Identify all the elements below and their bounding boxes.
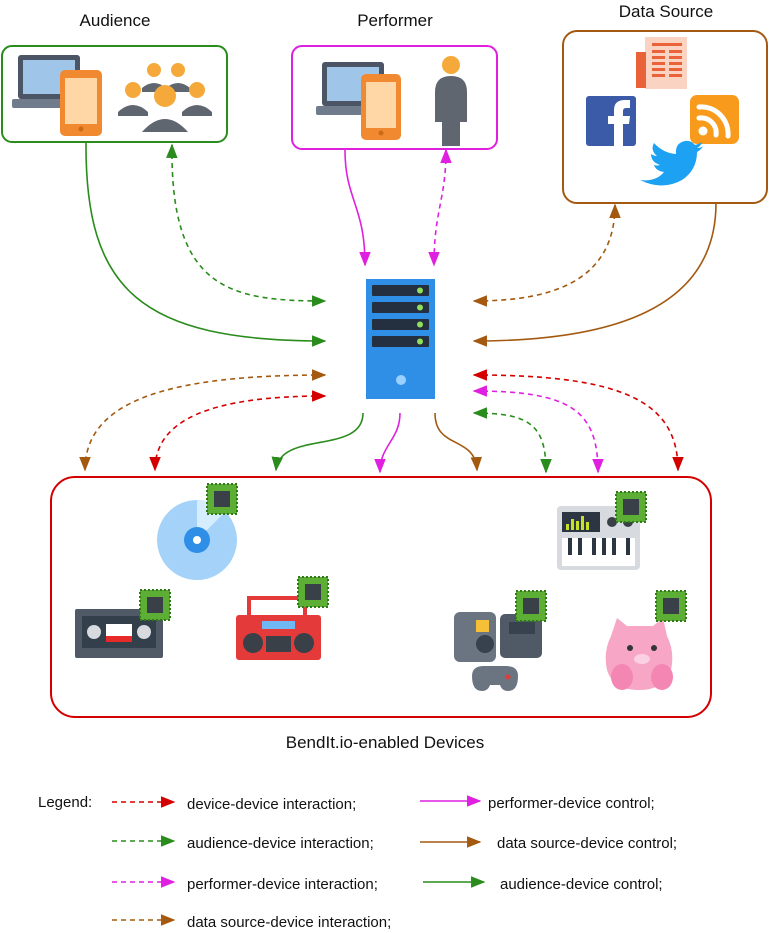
game-console-icon bbox=[454, 612, 542, 691]
cd-icon bbox=[157, 500, 237, 580]
cassette-icon bbox=[75, 609, 163, 658]
twitter-icon bbox=[640, 140, 703, 186]
performer-device-interaction-arrow bbox=[472, 385, 604, 474]
devices-label: BendIt.io-enabled Devices bbox=[285, 733, 485, 752]
legend-title: Legend: bbox=[38, 794, 93, 811]
person-icon bbox=[435, 56, 467, 146]
legend-item-audience-device-interaction: audience-device interaction; bbox=[187, 835, 374, 852]
performer-device-control-arrow bbox=[374, 412, 401, 474]
performer-control-arrow bbox=[344, 149, 371, 267]
chip-icon bbox=[139, 589, 171, 621]
audience-device-interaction-arrow bbox=[472, 407, 552, 474]
legend-item-data-source-device-interaction: data source-device interaction; bbox=[187, 914, 392, 931]
plush-toy-icon bbox=[605, 618, 673, 690]
device-device-interaction-left bbox=[149, 390, 327, 472]
data-source-control-arrow bbox=[472, 202, 717, 347]
performer-label: Performer bbox=[357, 11, 433, 30]
smartphone-icon bbox=[60, 70, 102, 136]
facebook-icon bbox=[586, 96, 636, 146]
data-source-interaction-arrow bbox=[472, 203, 621, 307]
smartphone-icon bbox=[361, 74, 401, 140]
legend-item-performer-device-interaction: performer-device interaction; bbox=[187, 876, 378, 893]
data-source-label: Data Source bbox=[618, 2, 714, 21]
legend-item-data-source-device-control: data source-device control; bbox=[497, 835, 678, 852]
crowd-icon bbox=[118, 63, 212, 132]
data-source-device-interaction-left bbox=[79, 369, 327, 472]
keyboard-synth-icon bbox=[557, 506, 640, 570]
legend-item-performer-device-control: performer-device control; bbox=[488, 795, 655, 812]
audience-control-arrow bbox=[85, 141, 327, 347]
audience-label: Audience bbox=[79, 11, 151, 30]
data-source-box bbox=[562, 30, 768, 204]
audience-device-control-arrow bbox=[271, 412, 364, 472]
newspaper-icon bbox=[636, 37, 687, 89]
chip-icon bbox=[615, 491, 647, 523]
data-source-device-control-arrow bbox=[434, 412, 482, 472]
device-device-interaction-right bbox=[472, 369, 684, 472]
chip-icon bbox=[515, 590, 547, 622]
rss-icon bbox=[690, 95, 739, 144]
chip-icon bbox=[206, 483, 238, 515]
legend-item-device-device-interaction: device-device interaction; bbox=[187, 796, 357, 813]
audience-interaction-arrow bbox=[166, 143, 327, 307]
performer-interaction-arrow bbox=[428, 148, 452, 267]
legend-item-audience-device-control: audience-device control; bbox=[500, 876, 663, 893]
chip-icon bbox=[655, 590, 687, 622]
server-icon bbox=[366, 279, 435, 399]
chip-icon bbox=[297, 576, 329, 608]
